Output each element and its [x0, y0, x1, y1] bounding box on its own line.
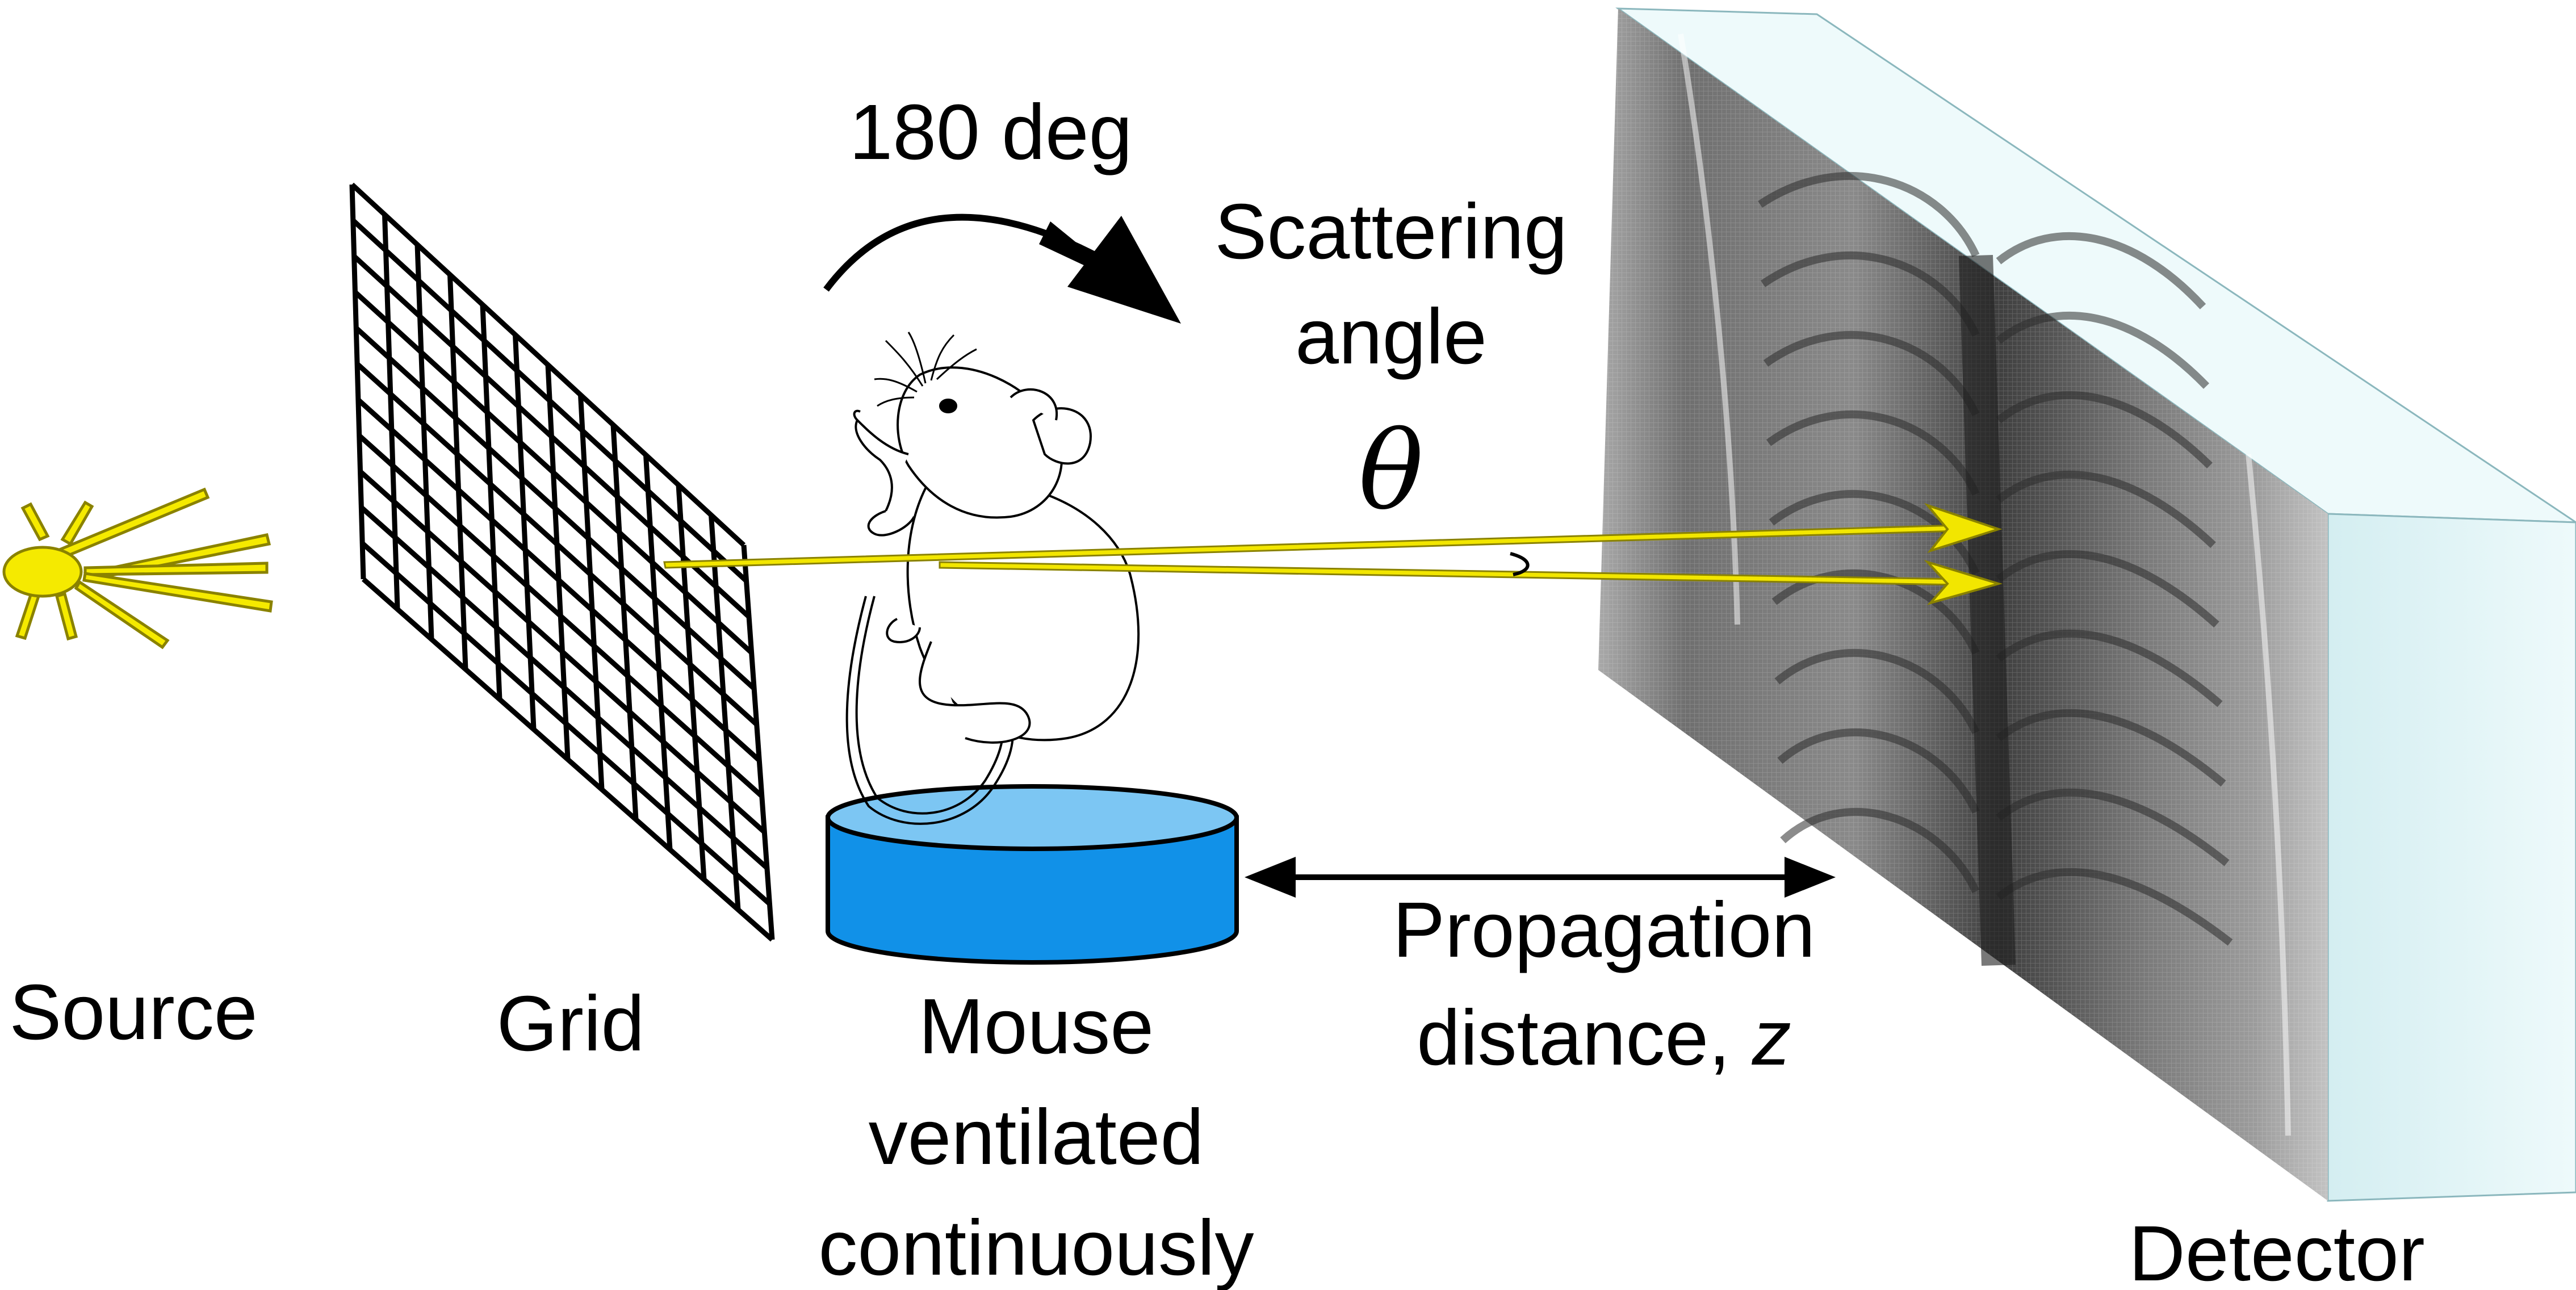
grid-line [351, 218, 748, 583]
theta-symbol: θ [1359, 408, 1423, 534]
grid-line [362, 577, 774, 942]
rib-curve-right [1996, 868, 2233, 946]
rotation-label: 180 deg [849, 89, 1133, 176]
grid-line [350, 182, 746, 547]
rib-curve-right [1996, 232, 2206, 309]
rib-curve-left [1766, 410, 1980, 496]
grid-line [349, 184, 366, 580]
propagation-distance-text: distance, [1417, 994, 1752, 1082]
grid-line [513, 334, 537, 730]
sun-icon [2, 487, 273, 650]
grid-line [545, 365, 571, 760]
scattering-angle-label-line2: angle [1295, 293, 1487, 380]
grid-line [643, 454, 673, 850]
grid-line [353, 290, 753, 655]
rib-curve-left [1774, 649, 1980, 734]
grid-line [447, 274, 468, 669]
scattering-angle-label-line1: Scattering [1214, 188, 1567, 275]
rib-curve-right [1996, 629, 2223, 707]
grid-line [357, 433, 764, 798]
grid-line [359, 505, 769, 870]
rib-curve-right [1996, 550, 2219, 628]
rib-curve-right [1996, 311, 2210, 389]
grid-line [578, 395, 605, 790]
grid-line [709, 514, 741, 910]
propagation-label-line2: distance, z [1417, 994, 1791, 1082]
mouse-label-line3: continuously [818, 1204, 1254, 1290]
rib-curve-left [1769, 489, 1980, 575]
rib-curve-left [1761, 251, 1980, 337]
rib-curve-left [1780, 808, 1980, 893]
rib-curve-left [1763, 330, 1980, 416]
rib-curve-right [1996, 788, 2230, 866]
mouse-illustration [845, 332, 1140, 825]
grid-line [382, 214, 400, 610]
grid-line [352, 254, 751, 619]
mouse-label-line1: Mouse [919, 983, 1154, 1070]
grid-line [480, 304, 502, 700]
rib-curve-left [1777, 728, 1980, 814]
grid-label: Grid [497, 980, 645, 1067]
mouse-stage [826, 784, 1239, 965]
grid-mesh [349, 182, 775, 942]
grid-line [358, 470, 766, 834]
rib-curve-left [1758, 171, 1980, 257]
rib-curve-right [1996, 709, 2226, 787]
grid-line [741, 545, 775, 940]
propagation-variable: z [1752, 994, 1791, 1082]
rib-shadows [1758, 171, 2233, 946]
detector-label: Detector [2129, 1210, 2425, 1290]
rotation-arrowhead-tip [1067, 216, 1181, 324]
grid-line [610, 425, 639, 820]
grid-line [355, 362, 759, 727]
grid-line [414, 244, 434, 639]
mouse-label-line2: ventilated [869, 1094, 1204, 1181]
grid-line [361, 541, 772, 906]
grid-line [676, 484, 707, 880]
propagation-label-line1: Propagation [1393, 886, 1815, 974]
xray-beams [663, 502, 2003, 605]
detector [1598, 7, 2576, 1202]
rib-curve-right [1996, 470, 2216, 548]
rib-curve-right [1996, 391, 2213, 468]
grid-line [354, 326, 756, 691]
grid-line [356, 397, 761, 763]
source-label: Source [9, 969, 257, 1056]
